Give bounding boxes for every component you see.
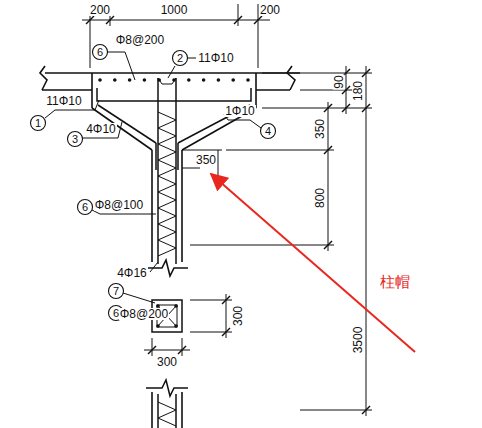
rebar-spec: Φ8@200 (115, 34, 165, 46)
column-section (144, 294, 232, 356)
callout-number: 2 (177, 53, 183, 64)
rebar-dot (157, 78, 161, 82)
rebar-spec: 4Φ10 (85, 123, 117, 135)
rebar-dot (113, 78, 117, 82)
callout-number: 1 (35, 118, 41, 129)
rebar-spec: 4Φ16 (116, 267, 148, 279)
dimension: 350 (314, 118, 326, 140)
rebar-spec: 11Φ10 (197, 52, 234, 64)
column-ties (158, 112, 176, 256)
top-dimension (82, 4, 270, 68)
rebar-dot (98, 78, 102, 82)
leader-lines (45, 52, 261, 313)
tie-zigzag (158, 112, 176, 256)
red-pointer-arrow (211, 174, 415, 352)
top-bar-sections (98, 78, 250, 82)
callout-label: 柱帽 (380, 274, 410, 289)
rebar-dot (217, 78, 221, 82)
lower-column (146, 380, 188, 428)
right-dimensions (190, 66, 372, 416)
rebar-dot (172, 78, 176, 82)
dimension: 300 (232, 305, 244, 327)
rebar-spec: 1Φ10 (224, 105, 256, 117)
dimension: 200 (89, 4, 111, 16)
rebar-dot (202, 78, 206, 82)
callout-number: 7 (113, 286, 119, 297)
rebar-spec: Φ8@200 (119, 308, 169, 320)
rebar-spec: Φ8@100 (94, 199, 144, 211)
dimension: 3500 (352, 326, 364, 355)
rebar-dot (187, 78, 191, 82)
callout-number: 3 (72, 134, 78, 145)
callout-number: 6 (97, 47, 103, 58)
callout-number: 6 (82, 202, 88, 213)
dimension: 800 (314, 187, 326, 209)
dimension: 1000 (160, 4, 189, 16)
rebar-dot (128, 78, 132, 82)
callout-number: 4 (265, 126, 271, 137)
rebar-dot (231, 78, 235, 82)
callout-circles (31, 45, 276, 321)
dimension: 180 (352, 80, 364, 102)
rebar-dot (246, 78, 250, 82)
rebar-spec: 11Φ10 (45, 95, 82, 107)
dimension: 350 (195, 154, 217, 166)
dimension: 90 (333, 74, 345, 89)
rebar-dot (143, 78, 147, 82)
dimension: 300 (156, 356, 178, 368)
dimension: 200 (259, 4, 281, 16)
